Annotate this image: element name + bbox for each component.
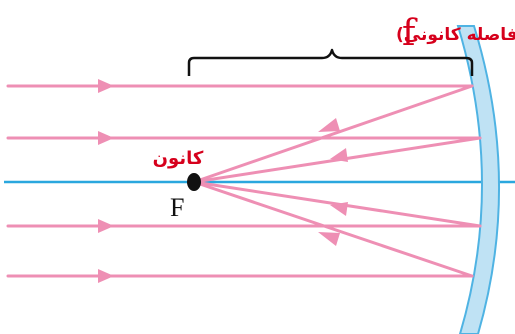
arrow-left-icon (318, 232, 340, 246)
arrow-right-icon (98, 219, 114, 233)
arrow-left-icon (330, 148, 348, 162)
arrow-right-icon (98, 79, 114, 93)
reflected-ray-4 (192, 180, 474, 278)
ray-arrows (98, 79, 348, 283)
focus-label: کانون (153, 148, 204, 169)
arrow-right-icon (98, 131, 114, 145)
incident-rays (6, 84, 482, 278)
arrow-left-icon (330, 202, 348, 216)
arrow-right-icon (98, 269, 114, 283)
focal-length-brace (187, 48, 474, 76)
arrow-left-icon (318, 118, 340, 132)
concave-mirror (456, 25, 500, 334)
focus-letter: F (170, 193, 184, 222)
reflected-ray-1 (192, 84, 474, 184)
focal-point (187, 173, 201, 191)
focal-length-symbol: f (402, 13, 418, 54)
focal-length-label: (فاصله کانونی) (396, 25, 515, 45)
